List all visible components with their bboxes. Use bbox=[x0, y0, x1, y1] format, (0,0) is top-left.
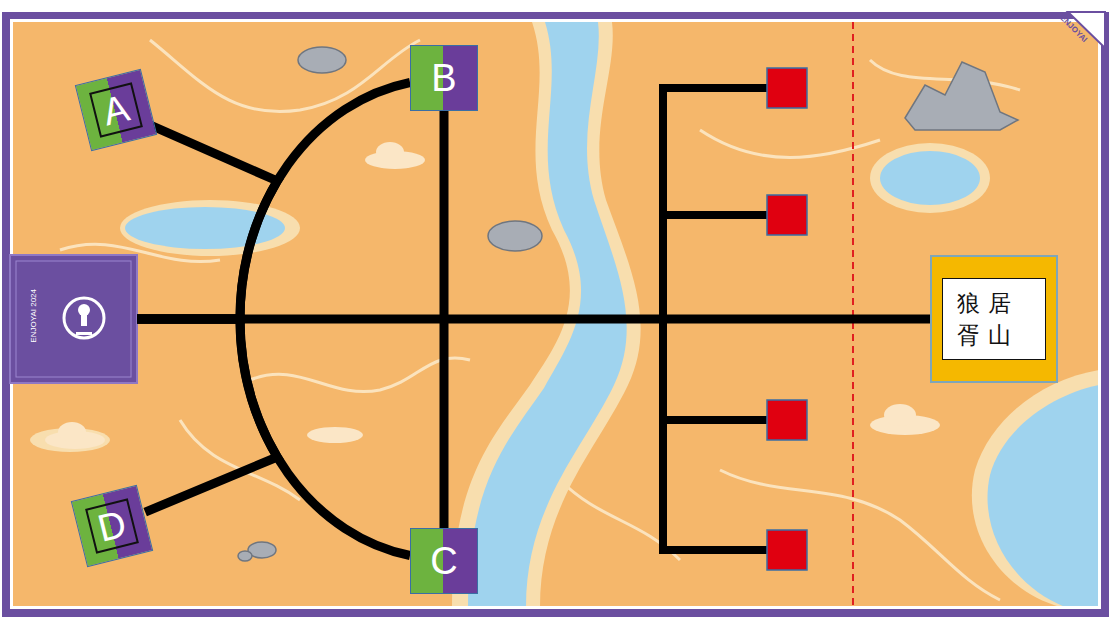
checkpoint-inner: C bbox=[422, 538, 466, 584]
track-line bbox=[440, 111, 449, 528]
checkpoint-inner: A bbox=[89, 82, 143, 137]
track-line bbox=[137, 83, 410, 320]
pad-logo-text: ENJOYAI 2024 bbox=[30, 289, 38, 343]
start-pad: ENJOYAI 2024 bbox=[10, 255, 137, 383]
mountain-target: 狼居 胥山 bbox=[930, 255, 1058, 383]
checkpoint-box: D bbox=[71, 485, 153, 567]
track-line bbox=[137, 319, 410, 556]
target-name: 狼居 胥山 bbox=[957, 287, 1031, 351]
checkpoint-box: C bbox=[410, 528, 478, 594]
checkpoint-box: B bbox=[410, 45, 478, 111]
watermark: ENJOYAI bbox=[1058, 14, 1088, 44]
checkpoint-letter: B bbox=[431, 59, 456, 97]
checkpoint-inner: B bbox=[422, 55, 466, 101]
target-label-box: 狼居 胥山 bbox=[942, 278, 1046, 360]
checkpoint-letter: C bbox=[430, 542, 457, 580]
checkpoint-inner: D bbox=[85, 498, 139, 553]
checkpoint-box: A bbox=[75, 69, 157, 151]
checkpoint-letter: D bbox=[94, 504, 130, 548]
track-line bbox=[137, 315, 930, 324]
checkpoint-letter: A bbox=[99, 88, 133, 131]
